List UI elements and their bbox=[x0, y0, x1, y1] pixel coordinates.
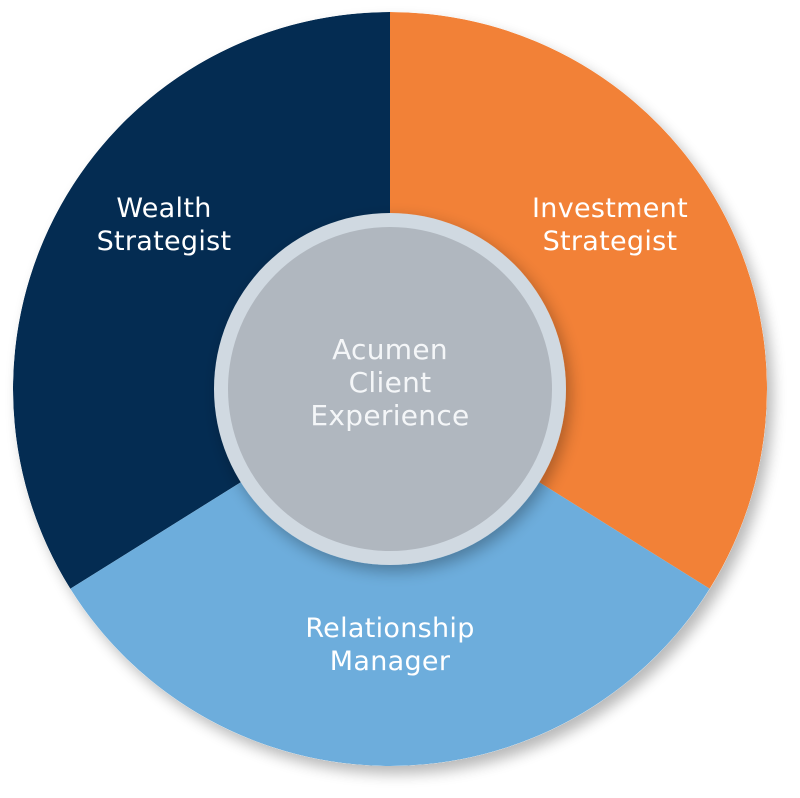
label-line: Client bbox=[348, 366, 432, 399]
center-hub bbox=[228, 227, 552, 551]
label-line: Acumen bbox=[332, 333, 448, 366]
label-line: Relationship bbox=[305, 613, 475, 644]
label-wealth-strategist: Wealth Strategist bbox=[97, 192, 232, 258]
label-line: Wealth bbox=[116, 193, 212, 224]
segment-relationship-manager bbox=[70, 389, 710, 766]
label-center-acumen-client-experience: Acumen Client Experience bbox=[310, 333, 469, 432]
label-line: Strategist bbox=[96, 226, 232, 257]
label-line: Strategist bbox=[542, 226, 678, 257]
label-relationship-manager: Relationship Manager bbox=[305, 612, 474, 678]
label-investment-strategist: Investment Strategist bbox=[532, 192, 688, 258]
label-line: Experience bbox=[310, 399, 470, 432]
label-line: Investment bbox=[532, 193, 688, 224]
label-line: Manager bbox=[329, 646, 451, 677]
